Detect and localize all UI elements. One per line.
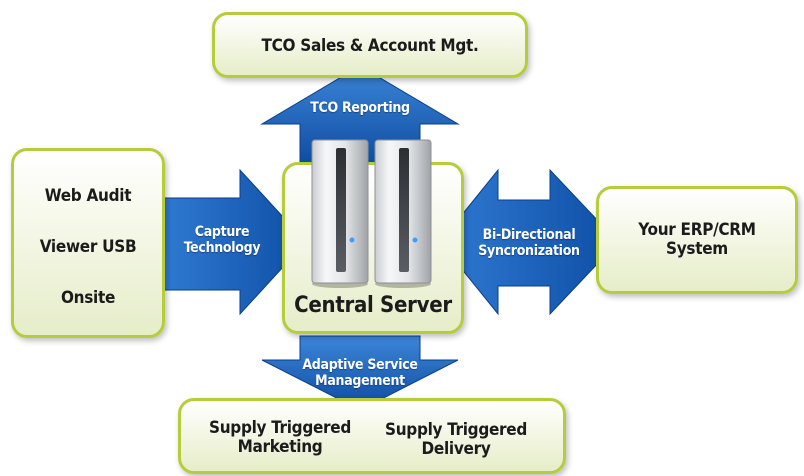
web-audit-label: Web Audit [44,186,132,206]
erp-crm-box: Your ERP/CRM System [596,186,798,294]
capture-technology-line1: Capture [194,224,250,240]
supply-marketing-line1: Supply Triggered [208,418,352,438]
tco-sales-box: TCO Sales & Account Mgt. [212,12,528,78]
erp-crm-line1: Your ERP/CRM [638,220,756,240]
supply-delivery-line2: Delivery [421,439,491,459]
sources-box: Web Audit Viewer USB Onsite [11,148,165,338]
erp-crm-line2: System [666,239,728,259]
adaptive-service-line1: Adaptive Service [302,357,418,373]
supply-box: Supply Triggered Marketing Supply Trigge… [178,398,566,474]
tco-sales-label: TCO Sales & Account Mgt. [261,36,479,56]
onsite-label: Onsite [60,288,116,308]
central-server-label: Central Server [294,293,452,318]
capture-technology-arrow [161,168,307,316]
adaptive-service-line2: Management [315,373,405,389]
supply-marketing-line2: Marketing [237,437,323,457]
tco-reporting-arrow [260,65,460,169]
tco-reporting-label: TCO Reporting [310,100,410,116]
adaptive-service-arrow [261,335,459,411]
viewer-usb-label: Viewer USB [39,237,137,257]
bi-directional-line2: Syncronization [478,243,580,259]
bi-directional-line1: Bi-Directional [482,227,576,243]
central-server-box: Central Server [282,162,464,334]
supply-delivery-line1: Supply Triggered [384,420,528,440]
capture-technology-line2: Technology [183,240,261,256]
